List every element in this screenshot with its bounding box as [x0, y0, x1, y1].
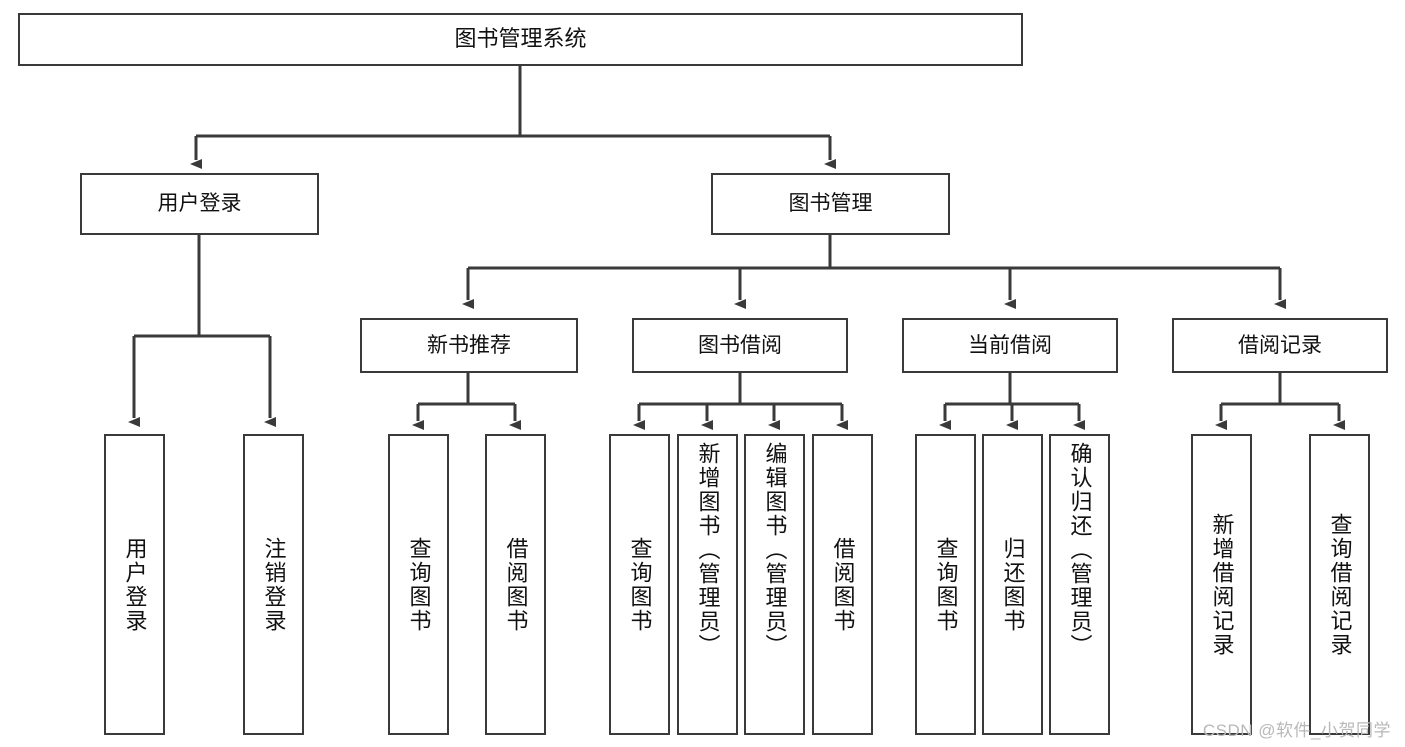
node-new-book-recommend[interactable]: 新书推荐	[360, 318, 578, 373]
node-root-system[interactable]: 图书管理系统	[18, 13, 1023, 66]
leaf-text-wrap: 注销登录	[245, 436, 302, 733]
node-label: 借阅图书	[503, 536, 529, 633]
node-label: 图书借阅	[698, 333, 782, 357]
node-label: 新增图书（管理员）	[695, 442, 721, 658]
node-label: 注销登录	[261, 536, 287, 633]
node-label: 查询图书	[933, 536, 959, 633]
node-label: 借阅图书	[830, 536, 856, 633]
node-label: 图书管理系统	[454, 26, 587, 52]
node-label: 编辑图书（管理员）	[762, 442, 788, 658]
leaf-query-book-borrow[interactable]: 查询图书	[609, 434, 670, 735]
leaf-confirm-return-admin[interactable]: 确认归还（管理员）	[1049, 434, 1110, 735]
leaf-return-book[interactable]: 归还图书	[982, 434, 1043, 735]
leaf-edit-book-admin[interactable]: 编辑图书（管理员）	[744, 434, 805, 735]
node-borrow-record[interactable]: 借阅记录	[1172, 318, 1388, 373]
leaf-text-wrap: 新增图书（管理员）	[679, 436, 736, 733]
node-label: 新增借阅记录	[1209, 512, 1235, 657]
leaf-text-wrap: 归还图书	[984, 436, 1041, 733]
leaf-add-book-admin[interactable]: 新增图书（管理员）	[677, 434, 738, 735]
leaf-borrow-book-recommend[interactable]: 借阅图书	[485, 434, 546, 735]
node-label: 用户登录	[157, 192, 242, 216]
leaf-borrow-book[interactable]: 借阅图书	[812, 434, 873, 735]
node-label: 查询借阅记录	[1327, 512, 1353, 657]
leaf-text-wrap: 确认归还（管理员）	[1051, 436, 1108, 733]
leaf-user-login[interactable]: 用户登录	[104, 434, 165, 735]
node-label: 确认归还（管理员）	[1067, 442, 1093, 658]
node-label: 新书推荐	[427, 333, 511, 357]
leaf-text-wrap: 查询图书	[390, 436, 447, 733]
leaf-add-borrow-record[interactable]: 新增借阅记录	[1191, 434, 1252, 735]
node-label: 借阅记录	[1238, 333, 1322, 357]
node-user-login[interactable]: 用户登录	[80, 173, 319, 235]
leaf-text-wrap: 借阅图书	[814, 436, 871, 733]
leaf-text-wrap: 借阅图书	[487, 436, 544, 733]
leaf-text-wrap: 编辑图书（管理员）	[746, 436, 803, 733]
leaf-logout[interactable]: 注销登录	[243, 434, 304, 735]
leaf-text-wrap: 新增借阅记录	[1193, 436, 1250, 733]
leaf-query-book-recommend[interactable]: 查询图书	[388, 434, 449, 735]
node-book-management[interactable]: 图书管理	[711, 173, 950, 235]
node-label: 当前借阅	[968, 333, 1052, 357]
leaf-text-wrap: 用户登录	[106, 436, 163, 733]
watermark-text: CSDN @软件_小贺同学	[1202, 721, 1391, 740]
leaf-text-wrap: 查询借阅记录	[1311, 436, 1368, 733]
leaf-text-wrap: 查询图书	[917, 436, 974, 733]
node-label: 查询图书	[627, 536, 653, 633]
node-label: 查询图书	[406, 536, 432, 633]
leaf-query-borrow-record[interactable]: 查询借阅记录	[1309, 434, 1370, 735]
node-book-borrow[interactable]: 图书借阅	[632, 318, 848, 373]
node-label: 图书管理	[788, 192, 873, 216]
leaf-text-wrap: 查询图书	[611, 436, 668, 733]
leaf-query-book-current[interactable]: 查询图书	[915, 434, 976, 735]
node-label: 用户登录	[122, 536, 148, 633]
node-label: 归还图书	[1000, 536, 1026, 633]
node-current-borrow[interactable]: 当前借阅	[902, 318, 1118, 373]
